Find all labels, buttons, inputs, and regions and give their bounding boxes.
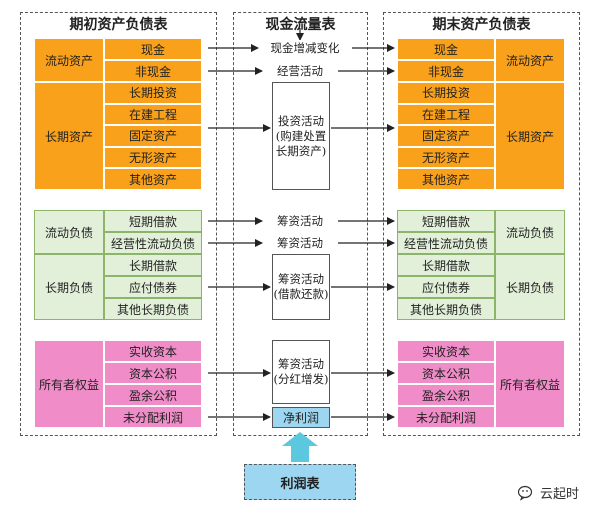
right-equity-label: 所有者权益 xyxy=(495,340,565,428)
right-equity-paid-in-capital: 实收资本 xyxy=(397,340,495,362)
investing-activity-box: 投资活动 (购建处置 长期资产) xyxy=(272,82,330,190)
left-equity-label: 所有者权益 xyxy=(34,340,104,428)
right-asset-construction: 在建工程 xyxy=(397,103,495,126)
closing-balance-sheet-panel xyxy=(383,12,580,436)
right-asset-intangible: 无形资产 xyxy=(397,146,495,169)
left-asset-cash: 现金 xyxy=(104,38,202,60)
financing-activity-label-1: 筹资活动 xyxy=(274,213,326,229)
left-current-liabilities-label: 流动负债 xyxy=(34,210,104,254)
left-long-term-liabilities-label: 长期负债 xyxy=(34,254,104,320)
right-long-term-assets-label: 长期资产 xyxy=(495,82,565,190)
wechat-icon xyxy=(518,485,533,501)
right-liability-long-term-loan: 长期借款 xyxy=(397,254,495,276)
financing-dividend-box: 筹资活动 (分红增发) xyxy=(272,340,330,404)
right-asset-cash: 现金 xyxy=(397,38,495,60)
financing-dividend-line-1: 筹资活动 xyxy=(277,357,324,371)
left-long-term-assets-label: 长期资产 xyxy=(34,82,104,190)
right-asset-other: 其他资产 xyxy=(397,168,495,190)
left-equity-surplus-reserve: 盈余公积 xyxy=(104,384,202,406)
left-liability-bonds-payable: 应付债券 xyxy=(104,276,202,298)
cash-change-label: 现金增减变化 xyxy=(267,40,343,56)
left-asset-other: 其他资产 xyxy=(104,168,202,190)
left-asset-non-cash: 非现金 xyxy=(104,60,202,82)
right-liability-short-term-loan: 短期借款 xyxy=(397,210,495,232)
right-liability-other-long-term: 其他长期负债 xyxy=(397,298,495,320)
opening-balance-sheet-title: 期初资产负债表 xyxy=(69,17,168,33)
investing-line-2: (购建处置 xyxy=(275,128,327,143)
opening-balance-sheet-panel xyxy=(20,12,217,436)
left-current-assets-label: 流动资产 xyxy=(34,38,104,82)
investing-line-3: 长期资产) xyxy=(275,143,327,158)
left-equity-paid-in-capital: 实收资本 xyxy=(104,340,202,362)
right-asset-long-term-investment: 长期投资 xyxy=(397,82,495,104)
net-profit-box: 净利润 xyxy=(272,407,330,428)
closing-balance-sheet-title: 期末资产负债表 xyxy=(432,17,531,33)
left-liability-long-term-loan: 长期借款 xyxy=(104,254,202,276)
left-asset-fixed: 固定资产 xyxy=(104,125,202,147)
left-equity-retained-earnings: 未分配利润 xyxy=(104,406,202,428)
left-liability-short-term-loan: 短期借款 xyxy=(104,210,202,232)
financing-debt-line-1: 筹资活动 xyxy=(277,272,324,286)
financing-debt-box: 筹资活动 (借款还款) xyxy=(272,254,330,320)
operating-activity-label-1: 经营活动 xyxy=(274,63,326,79)
right-current-assets-label: 流动资产 xyxy=(495,38,565,82)
right-current-liabilities-label: 流动负债 xyxy=(495,210,565,254)
right-asset-non-cash: 非现金 xyxy=(397,60,495,82)
right-equity-retained-earnings: 未分配利润 xyxy=(397,406,495,428)
right-liability-bonds-payable: 应付债券 xyxy=(397,276,495,298)
financing-activity-label-2: 筹资活动 xyxy=(274,235,326,251)
right-equity-surplus-reserve: 盈余公积 xyxy=(397,384,495,406)
financing-debt-line-2: (借款还款) xyxy=(273,287,329,301)
right-equity-capital-reserve: 资本公积 xyxy=(397,362,495,384)
right-liability-operating: 经营性流动负债 xyxy=(397,232,495,254)
left-asset-long-term-investment: 长期投资 xyxy=(104,82,202,104)
income-statement-box: 利润表 xyxy=(244,464,356,500)
income-up-arrow xyxy=(282,432,318,462)
left-liability-other-long-term: 其他长期负债 xyxy=(104,298,202,320)
left-asset-construction: 在建工程 xyxy=(104,103,202,126)
watermark: 云起时 xyxy=(518,483,579,502)
left-asset-intangible: 无形资产 xyxy=(104,146,202,169)
left-equity-capital-reserve: 资本公积 xyxy=(104,362,202,384)
right-asset-fixed: 固定资产 xyxy=(397,125,495,147)
right-long-term-liabilities-label: 长期负债 xyxy=(495,254,565,320)
watermark-text: 云起时 xyxy=(540,487,580,502)
investing-line-1: 投资活动 xyxy=(278,113,324,128)
financing-dividend-line-2: (分红增发) xyxy=(273,372,329,386)
cash-flow-statement-title: 现金流量表 xyxy=(265,17,336,33)
left-liability-operating: 经营性流动负债 xyxy=(104,232,202,254)
